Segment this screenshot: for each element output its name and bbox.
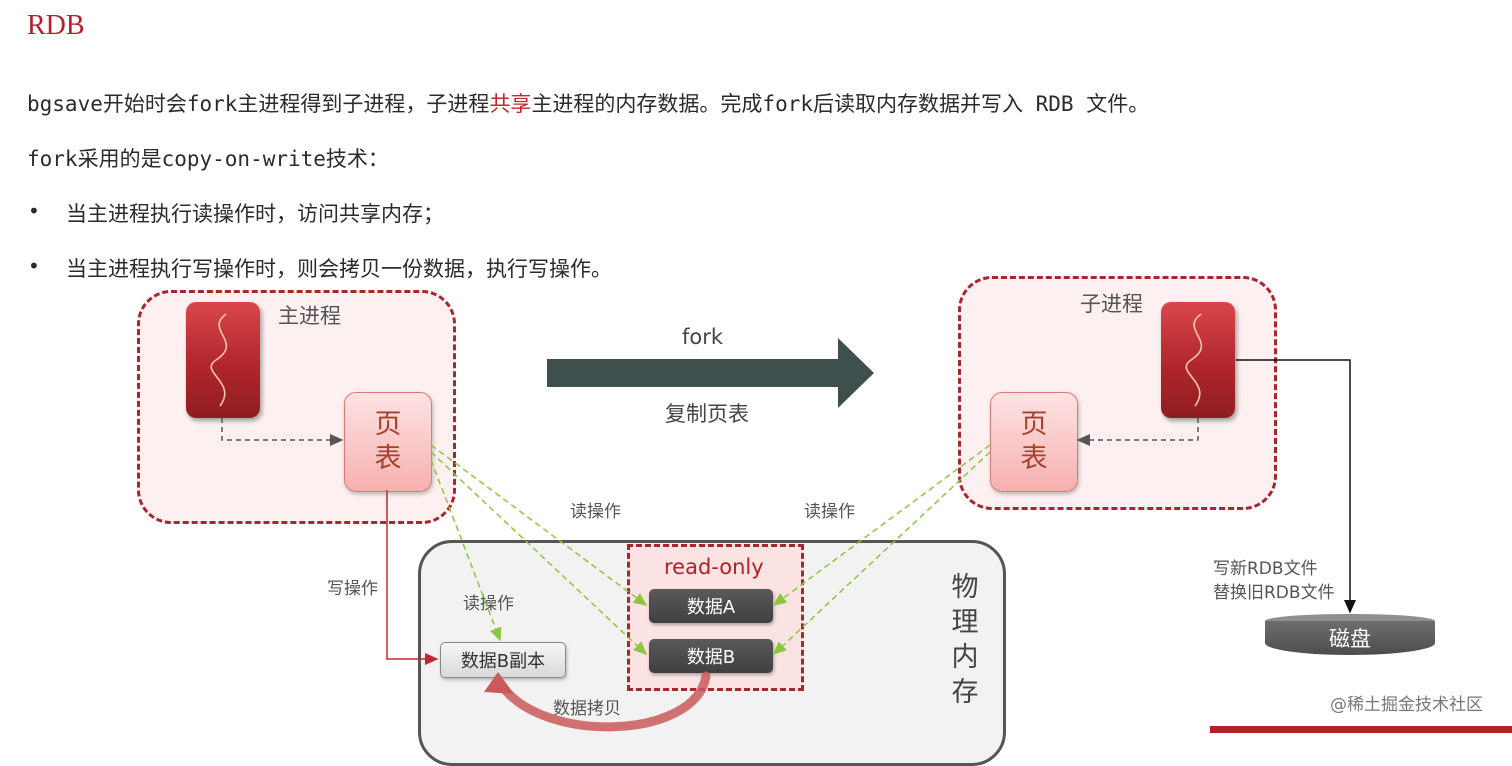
data-a: 数据A: [649, 589, 773, 623]
copy-page-table-label: 复制页表: [665, 402, 749, 426]
intro-text-pre: bgsave开始时会fork主进程得到子进程，子进程: [27, 92, 490, 116]
main-cpu-to-pagetable: [221, 418, 344, 446]
child-page-table-char: 表: [1020, 443, 1048, 474]
read-op-label-inner: 读操作: [463, 594, 514, 614]
physical-memory-char: 内: [951, 642, 979, 674]
main-process-icon: [186, 302, 260, 418]
data-copy-label: 数据拷贝: [553, 699, 621, 719]
main-page-table-char: 页: [374, 409, 402, 441]
child-process-icon: [1161, 302, 1235, 418]
footer-bar: [1210, 726, 1512, 733]
read-op-label-left: 读操作: [570, 502, 621, 522]
physical-memory-char: 物: [951, 572, 979, 603]
child-to-disk-arrow: [1236, 359, 1356, 614]
intro-text-post: 主进程的内存数据。完成fork后读取内存数据并写入 RDB 文件。: [531, 92, 1150, 116]
page-title: RDB: [27, 10, 85, 41]
child-read-to-a: [772, 444, 991, 606]
replace-rdb-label: 替换旧RDB文件: [1213, 583, 1335, 603]
main-process-label: 主进程: [278, 304, 341, 328]
data-b: 数据B: [649, 639, 773, 673]
fork-label: fork: [682, 325, 724, 349]
physical-memory-label: 物 理 内 存: [945, 570, 985, 710]
intro-highlight: 共享: [489, 92, 532, 116]
bullet-dot: •: [28, 254, 40, 278]
bullet-dot: •: [28, 199, 40, 223]
watermark: @稀土掘金技术社区: [1330, 695, 1483, 715]
write-rdb-label: 写新RDB文件: [1213, 559, 1318, 579]
connector-layer: [221, 338, 1356, 732]
data-copy-arrow: [495, 671, 711, 732]
child-page-table: 页 表: [990, 392, 1078, 492]
physical-memory-char: 存: [951, 677, 979, 709]
bullet-write: 当主进程执行写操作时，则会拷贝一份数据，执行写操作。: [66, 257, 612, 281]
child-process-label: 子进程: [1080, 292, 1143, 316]
data-b-copy: 数据B副本: [440, 642, 566, 678]
bullet-read: 当主进程执行读操作时，访问共享内存；: [66, 202, 444, 226]
data-copy-arrowhead: [484, 672, 514, 694]
main-read-to-b: [430, 451, 648, 656]
write-op-label: 写操作: [327, 579, 378, 599]
physical-memory-char: 理: [951, 607, 979, 639]
child-read-to-b: [772, 451, 991, 656]
read-only-label: read-only: [664, 555, 764, 579]
main-page-table: 页 表: [344, 392, 432, 492]
child-page-table-char: 页: [1020, 409, 1048, 441]
main-read-to-a: [430, 444, 648, 606]
disk: 磁盘: [1265, 621, 1435, 655]
read-op-label-right: 读操作: [804, 502, 855, 522]
main-read-to-copy: [430, 459, 502, 642]
main-page-table-char: 表: [374, 443, 402, 474]
write-arrow: [386, 490, 439, 665]
child-cpu-to-pagetable: [1076, 418, 1199, 446]
fork-arrow: [547, 338, 874, 408]
intro-line: bgsave开始时会fork主进程得到子进程，子进程共享主进程的内存数据。完成f…: [27, 88, 1149, 118]
cow-line: fork采用的是copy-on-write技术：: [27, 147, 389, 171]
